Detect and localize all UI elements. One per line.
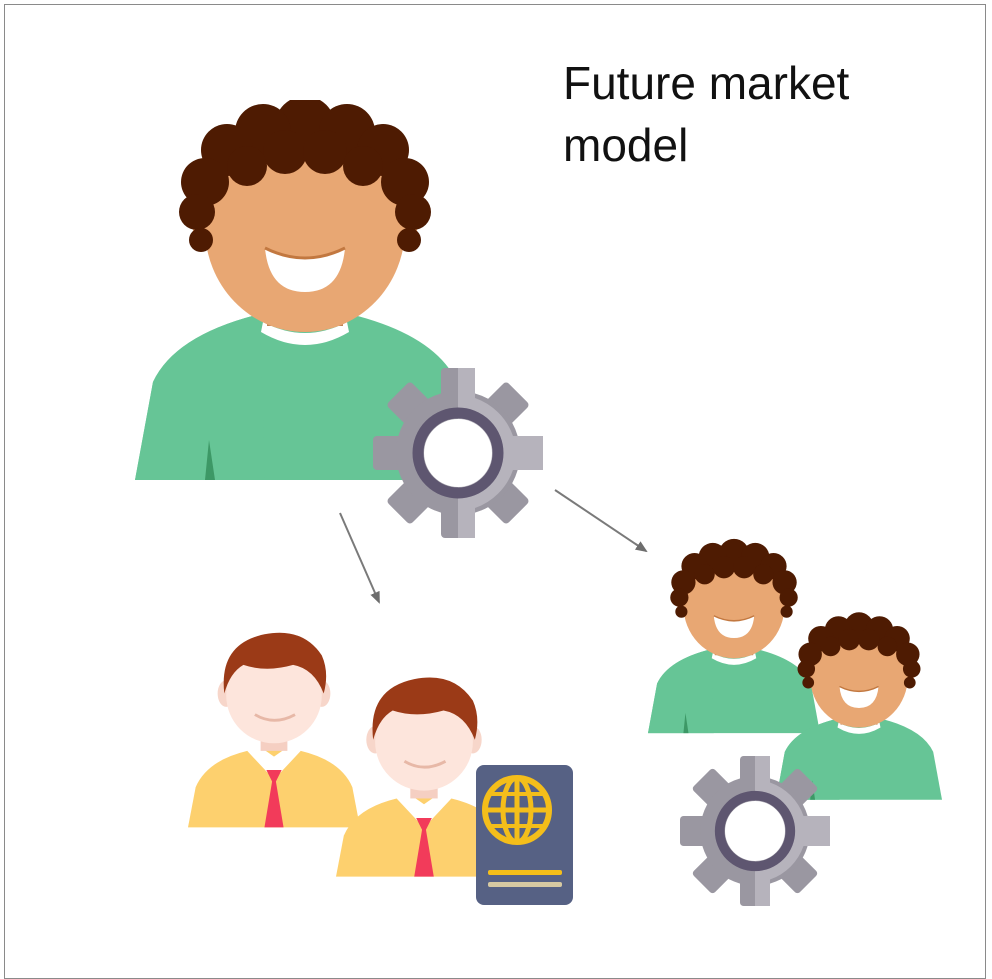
slide-title: Future market model xyxy=(563,57,850,171)
gear-small-icon xyxy=(680,756,830,906)
gear-icon xyxy=(373,368,543,538)
people-pair-icon xyxy=(648,538,942,801)
arrow-down-left-icon xyxy=(339,512,380,604)
arrow-down-right-icon xyxy=(554,489,648,553)
passport-icon xyxy=(476,765,573,905)
business-people-icon xyxy=(188,631,512,879)
